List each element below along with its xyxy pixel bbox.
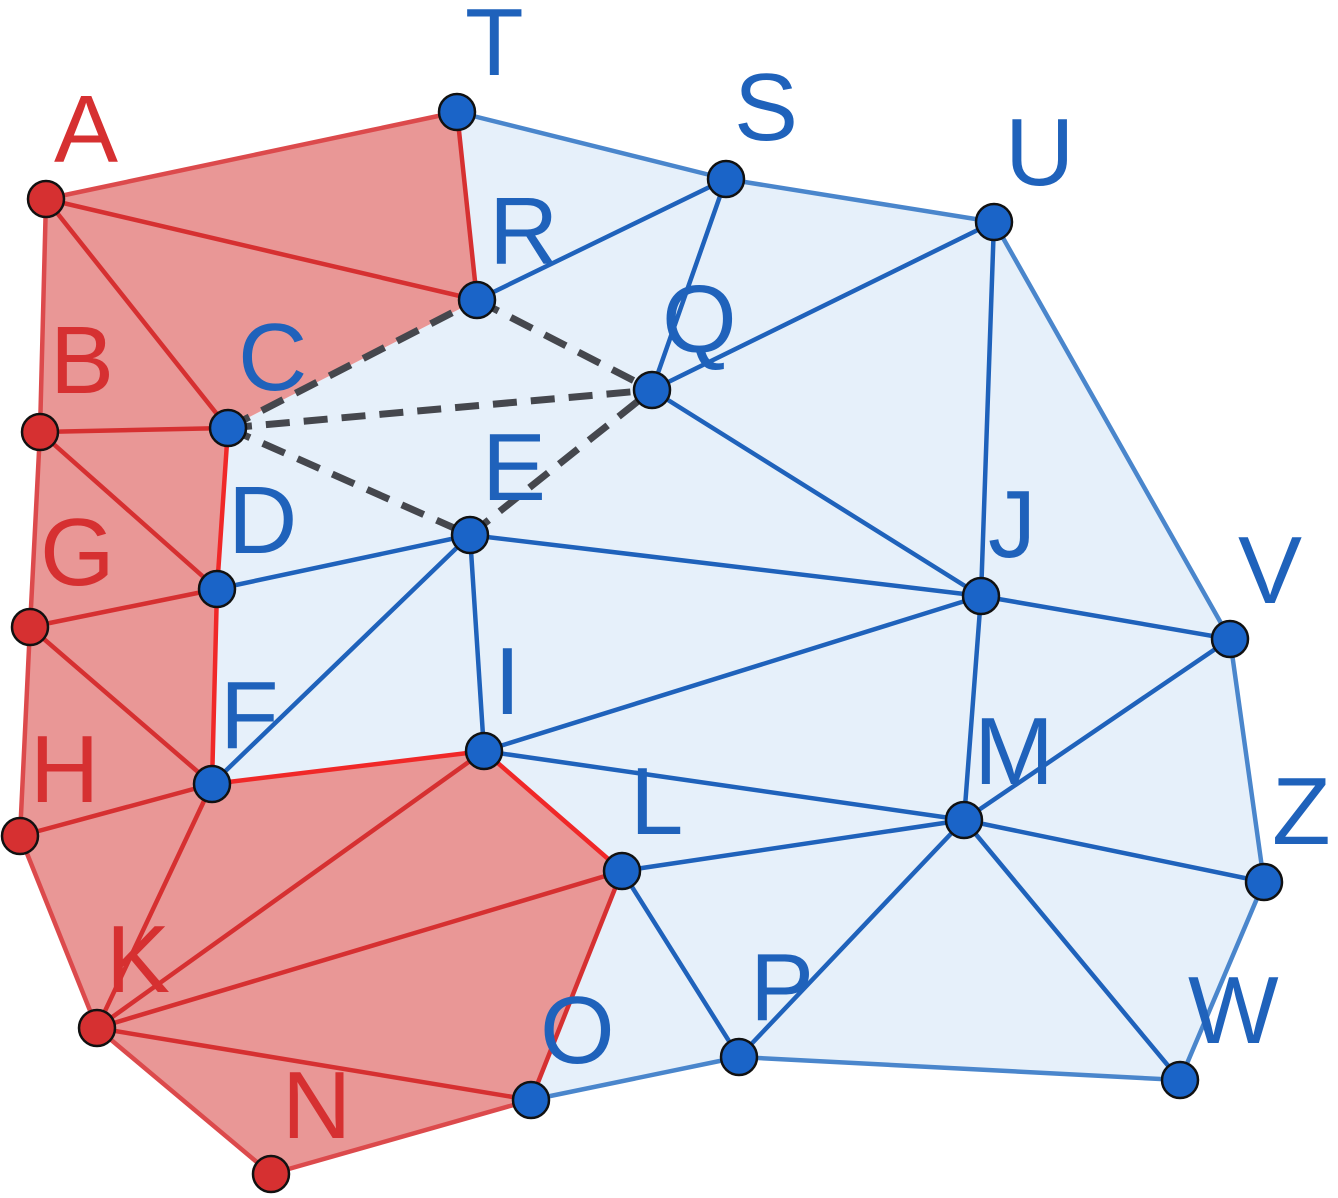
vertices	[0, 92, 1284, 1194]
red-region-bottom	[97, 751, 622, 1174]
label-r: R	[489, 178, 558, 285]
vertex-w	[1160, 1060, 1200, 1100]
label-d: D	[228, 467, 297, 574]
blue-region	[212, 112, 1264, 1100]
dashed-edge-c-e	[226, 424, 472, 539]
label-o: O	[540, 977, 615, 1084]
vertex-c	[208, 408, 248, 448]
vertex-j	[961, 576, 1001, 616]
vertex-g	[10, 607, 50, 647]
vertex-f	[192, 764, 232, 804]
label-h: H	[30, 716, 99, 823]
label-j: J	[988, 471, 1036, 578]
vertex-h	[0, 816, 40, 856]
vertex-a	[26, 179, 66, 219]
vertex-i	[464, 731, 504, 771]
label-s: S	[734, 54, 798, 161]
label-c: C	[238, 304, 307, 411]
vertex-k	[77, 1008, 117, 1048]
label-t: T	[465, 0, 524, 96]
label-k: K	[106, 906, 170, 1013]
vertex-s	[706, 159, 746, 199]
vertex-o	[511, 1080, 551, 1120]
dashed-edges	[226, 296, 655, 539]
vertex-t	[437, 92, 477, 132]
vertex-z	[1244, 862, 1284, 902]
label-g: G	[40, 499, 115, 606]
label-b: B	[50, 307, 114, 414]
label-u: U	[1005, 99, 1074, 206]
red-edges	[17, 109, 625, 1177]
vertex-p	[719, 1037, 759, 1077]
vertex-d	[197, 569, 237, 609]
dashed-edge-c-q	[227, 386, 653, 432]
vertex-labels: A B G H K N T S U R Q C E D J V I F M L …	[30, 0, 1331, 1159]
vertex-m	[944, 800, 984, 840]
vertex-e	[450, 515, 490, 555]
vertex-r	[457, 280, 497, 320]
label-n: N	[282, 1052, 351, 1159]
dashed-edge-c-r	[226, 296, 479, 432]
vertex-l	[602, 851, 642, 891]
label-l: L	[630, 748, 683, 855]
blue-edges	[209, 109, 1267, 1103]
label-p: P	[750, 934, 814, 1041]
label-i: I	[494, 628, 521, 735]
label-e: E	[482, 414, 546, 521]
red-region-top	[20, 112, 477, 1028]
label-m: M	[974, 698, 1054, 805]
vertex-b	[20, 412, 60, 452]
vertex-q	[632, 370, 672, 410]
label-q: Q	[662, 266, 737, 373]
dashed-edge-e-q	[467, 387, 655, 538]
label-z: Z	[1272, 758, 1331, 865]
label-a: A	[54, 76, 118, 183]
vertex-u	[974, 202, 1014, 242]
dashed-edge-r-q	[475, 296, 654, 394]
label-v: V	[1238, 517, 1302, 624]
label-w: W	[1188, 957, 1279, 1064]
vertex-v	[1210, 619, 1250, 659]
label-f: F	[220, 662, 279, 769]
vertex-n	[251, 1154, 291, 1194]
